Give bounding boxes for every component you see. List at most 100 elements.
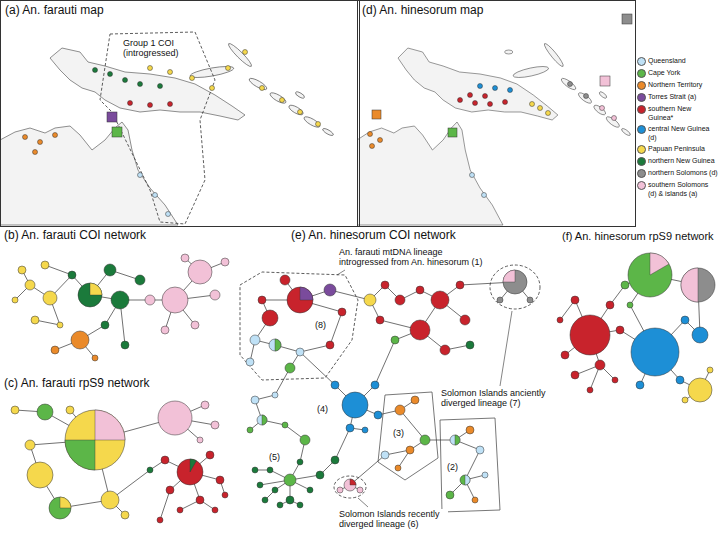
network-e (527, 297, 533, 303)
legend-swatch (637, 157, 646, 166)
network-e (250, 335, 260, 345)
network-e (420, 435, 430, 445)
map-a (93, 68, 98, 73)
network-e (472, 497, 478, 503)
network-b (43, 291, 57, 305)
network-e (374, 411, 382, 419)
lineage-label: Solomon Islands recently diverged lineag… (338, 509, 448, 530)
map-d (358, 14, 632, 225)
map-d (508, 88, 513, 93)
network-f (606, 301, 614, 309)
network-e (431, 291, 449, 309)
map-a (33, 150, 38, 155)
network-e (410, 320, 430, 340)
network-c (190, 459, 197, 472)
lineage-label: An. farauti mtDNA lineage introgressed f… (338, 247, 492, 268)
legend-swatch (637, 81, 646, 90)
network-f (628, 253, 672, 297)
network-f (688, 378, 712, 402)
network-b (57, 322, 63, 328)
network-e (460, 315, 470, 325)
network-b (161, 326, 169, 334)
network-b (162, 287, 188, 313)
network-b (51, 346, 59, 354)
network-e (456, 281, 464, 289)
network-e (326, 341, 334, 349)
map-a (0, 42, 334, 225)
network-e (344, 479, 356, 491)
map-a (168, 102, 173, 107)
network-b (78, 283, 102, 307)
panel-heading: (d) An. hinesorum map (358, 1, 635, 19)
network-f (681, 316, 689, 324)
network-b (71, 331, 89, 349)
network-b (18, 266, 26, 274)
network-c (157, 517, 163, 523)
map-d (488, 102, 493, 107)
network-b (12, 254, 229, 361)
network-e (406, 446, 414, 454)
network-e (280, 275, 290, 285)
network-e (262, 497, 268, 503)
network-e (395, 295, 405, 305)
legend: QueenslandCape YorkNorthern TerritoryTor… (637, 56, 718, 200)
legend-text: northern New Guinea (648, 156, 718, 165)
network-e (476, 446, 484, 454)
network-e (247, 427, 253, 433)
network-f (557, 253, 715, 403)
network-e (257, 482, 263, 488)
map-d (448, 128, 457, 137)
network-f (621, 281, 629, 289)
network-f (627, 302, 633, 308)
legend-row: central New Guinea (d) (637, 124, 718, 142)
network-e (331, 456, 339, 464)
network-e (257, 415, 267, 425)
network-f (707, 367, 713, 373)
map-d (470, 173, 475, 178)
network-e (334, 476, 366, 498)
network-e (342, 392, 368, 418)
callout-number: (2) (446, 462, 459, 472)
network-e (252, 467, 258, 473)
network-e (284, 474, 296, 486)
map-a (210, 86, 215, 91)
network-e (251, 396, 259, 404)
map-d (584, 94, 589, 99)
network-e (466, 426, 474, 434)
network-e (381, 451, 389, 459)
map-d (600, 106, 605, 111)
network-c (65, 410, 125, 470)
network-e (503, 270, 527, 294)
panel-heading: (a) An. farauti map (1, 1, 359, 19)
network-e (331, 381, 339, 389)
callout-number: (3) (392, 428, 405, 438)
map-a (108, 72, 113, 77)
map-d (493, 86, 498, 91)
map-d (478, 84, 483, 89)
network-e (272, 487, 278, 493)
map-a (298, 110, 303, 115)
network-b (121, 341, 129, 349)
map-d (458, 98, 463, 103)
network-b (188, 260, 212, 284)
network-c (197, 437, 203, 443)
network-f (682, 397, 688, 403)
network-b (90, 283, 102, 295)
legend-row: northern New Guinea (637, 156, 718, 166)
map-d (622, 14, 632, 24)
network-b (15, 258, 225, 358)
network-e (300, 287, 313, 300)
network-c (177, 507, 183, 513)
network-c (25, 440, 35, 450)
network-e (490, 265, 540, 309)
map-a (260, 86, 265, 91)
network-c (95, 410, 125, 440)
network-c (101, 491, 119, 509)
network-c (37, 404, 53, 420)
network-b (111, 291, 129, 309)
network-e (364, 294, 376, 306)
network-f (676, 376, 684, 384)
network-e (262, 310, 278, 326)
network-e (316, 471, 324, 479)
map-d (370, 144, 375, 149)
